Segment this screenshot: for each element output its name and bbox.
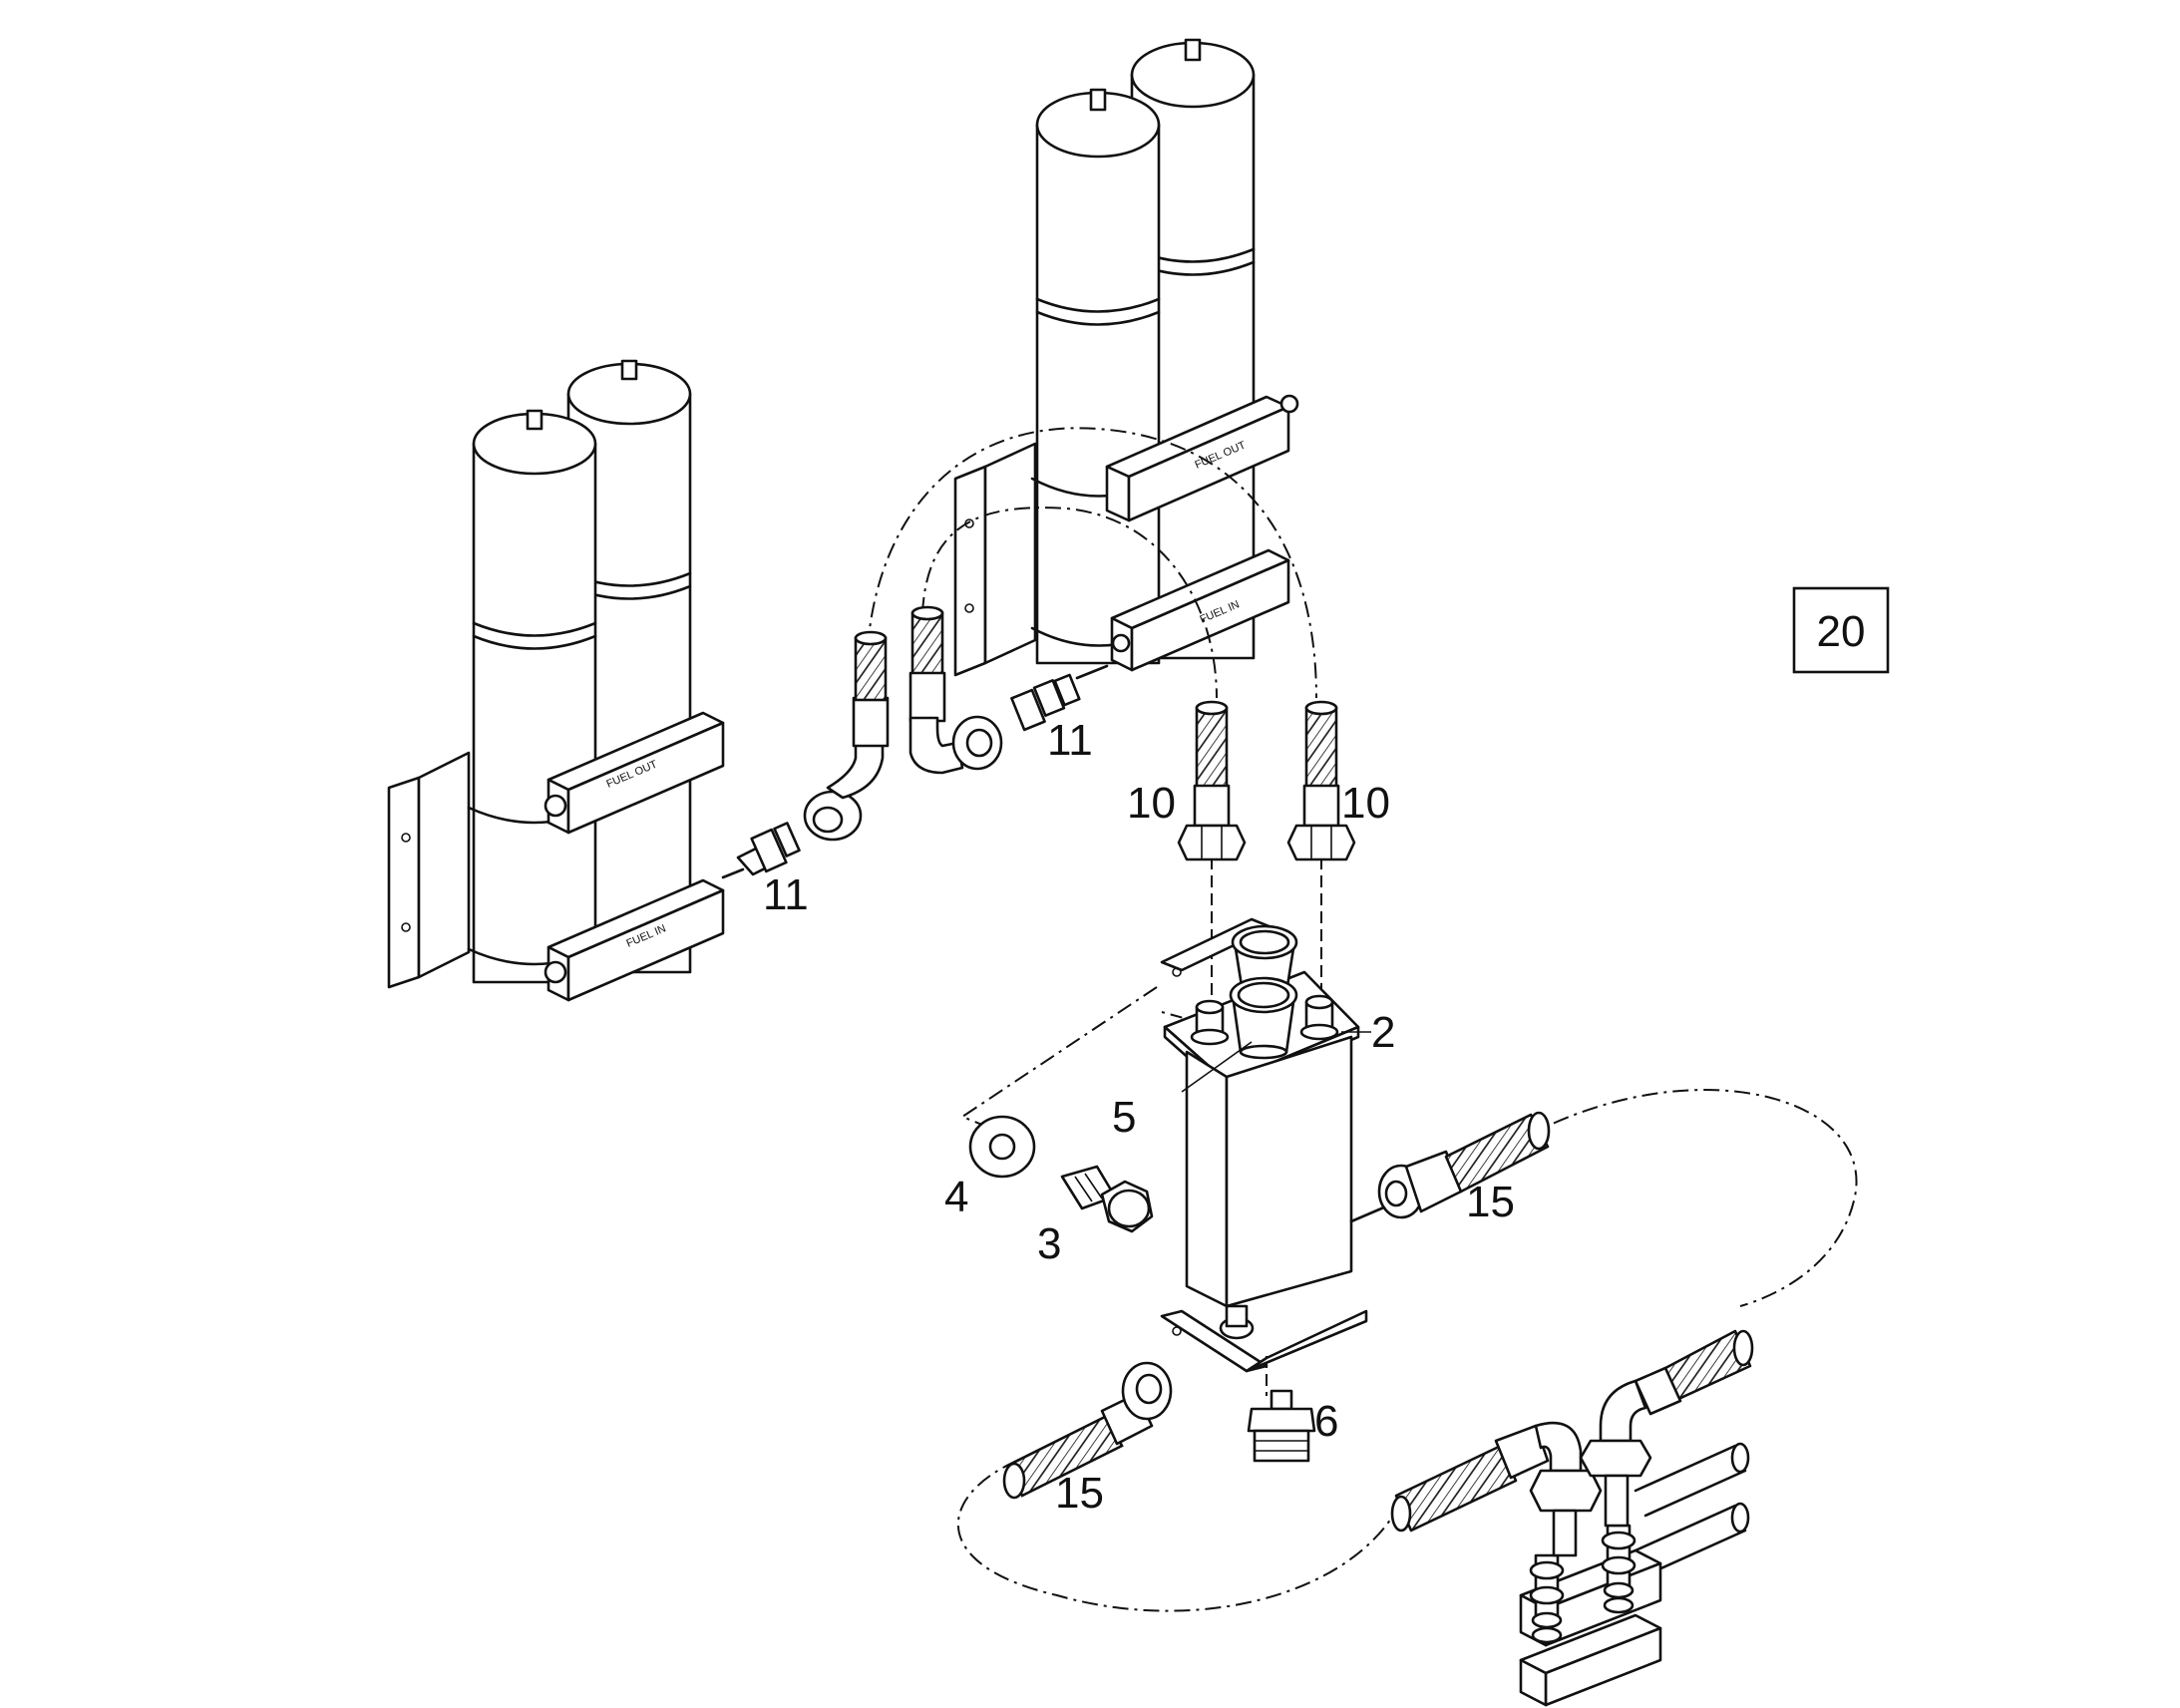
top-fitting-right [1299,994,1339,1041]
callout-2: 2 [1371,1008,1395,1057]
filter-cup-lower [1229,976,1298,1060]
callout-15-left: 15 [1055,1469,1104,1518]
manifold-fitting-left [1529,1553,1565,1644]
page-reference-box: 20 [1792,586,1890,674]
adapter-11-left [736,822,801,876]
callout-3: 3 [1037,1219,1061,1268]
upper-fuel-in-block: FUEL IN [1110,548,1290,672]
middle-hose-assembly [908,605,1109,775]
left-accumulator-assembly: FUEL OUT FUEL IN [387,359,725,1002]
bolt-3 [1060,1165,1154,1233]
callout-15-right: 15 [1466,1178,1515,1226]
left-fuel-out-block: FUEL OUT [544,711,725,835]
upper-mounting-plate [953,442,1037,677]
lower-manifold-assembly [1390,1329,1754,1707]
upper-accumulator-assembly: FUEL OUT FUEL IN [953,38,1299,677]
manifold-elbow-left [1390,1421,1603,1557]
manifold-elbow-right [1579,1329,1754,1528]
upper-front-cylinder [1030,88,1169,665]
elbow-nut-middle [951,715,1003,771]
left-mounting-plate [387,751,471,989]
leader-lines [1181,1031,1371,1093]
page-reference-number: 20 [1817,607,1866,656]
callout-6: 6 [1314,1397,1338,1446]
callout-11-left: 11 [763,870,809,919]
left-hose-assembly [721,630,890,879]
callouts: 2 3 4 5 6 10 10 11 11 15 15 [763,716,1515,1518]
manifold-fitting-right [1601,1524,1636,1614]
hose-10-left [1177,700,1247,861]
callout-10-right: 10 [1341,779,1390,828]
elbow-nut-left [803,790,863,842]
hose-15-left [1002,1361,1173,1500]
upper-fuel-out-block: FUEL OUT [1105,394,1299,522]
callout-11-middle: 11 [1047,716,1093,765]
callout-4: 4 [944,1173,968,1221]
drain-plug-6 [1247,1389,1316,1463]
callout-10-left: 10 [1127,779,1176,828]
top-fitting-left [1190,999,1230,1046]
hose-10-right [1286,700,1356,861]
adapter-11-middle [1010,673,1081,732]
hose-15-right [1349,1111,1551,1223]
left-front-cylinder [467,409,600,984]
washer-4 [968,1115,1036,1179]
callout-5: 5 [1112,1093,1136,1142]
left-fuel-in-block: FUEL IN [544,878,725,1002]
